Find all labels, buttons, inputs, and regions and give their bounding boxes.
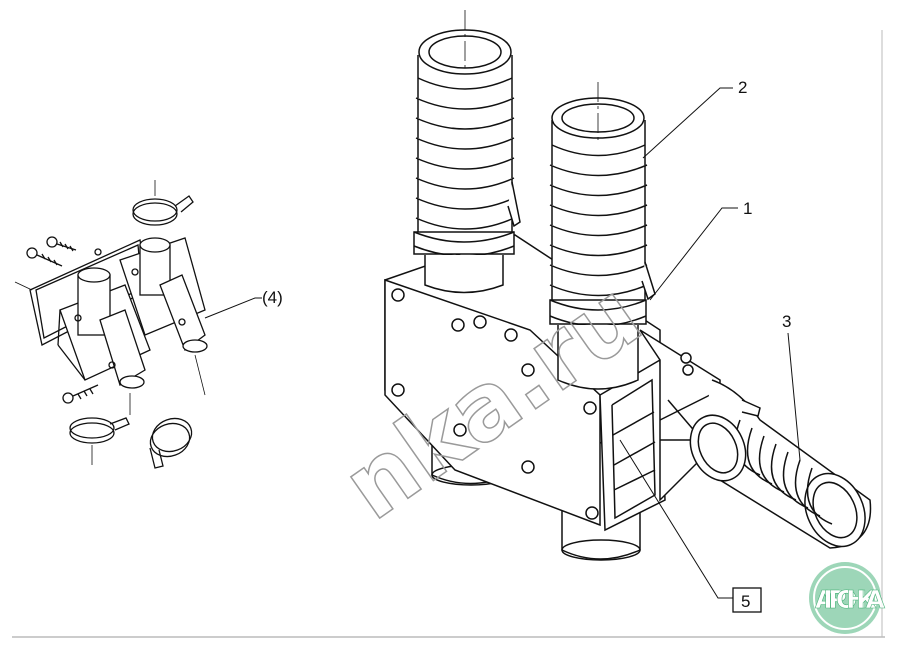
hose-clamp-top	[132, 195, 194, 226]
screw-top-1	[46, 236, 77, 252]
leader-1	[649, 207, 738, 301]
brand-logo-text: АГРОНКА	[815, 585, 886, 614]
callout-3: 3	[782, 312, 791, 331]
exploded-assembly-4	[14, 180, 208, 469]
brand-logo: АГРОНКА	[809, 562, 886, 634]
screw-top-2	[26, 247, 63, 267]
callout-4: (4)	[262, 288, 283, 307]
callout-1: 1	[743, 199, 752, 218]
bellows-left	[413, 29, 521, 294]
hose-clamp-bottom-left	[69, 417, 130, 444]
leader-3	[787, 332, 801, 461]
leader-4	[204, 297, 262, 319]
main-assembly	[384, 29, 872, 561]
callout-5-box	[732, 587, 762, 613]
centerlines	[464, 10, 599, 140]
screw-bottom	[62, 384, 99, 404]
callout-2: 2	[738, 78, 747, 97]
hose-right	[689, 379, 872, 549]
leader-5	[619, 439, 735, 599]
hose-clamp-bottom-right	[149, 417, 193, 469]
leader-2	[642, 87, 733, 159]
callout-5: 5	[741, 592, 750, 611]
